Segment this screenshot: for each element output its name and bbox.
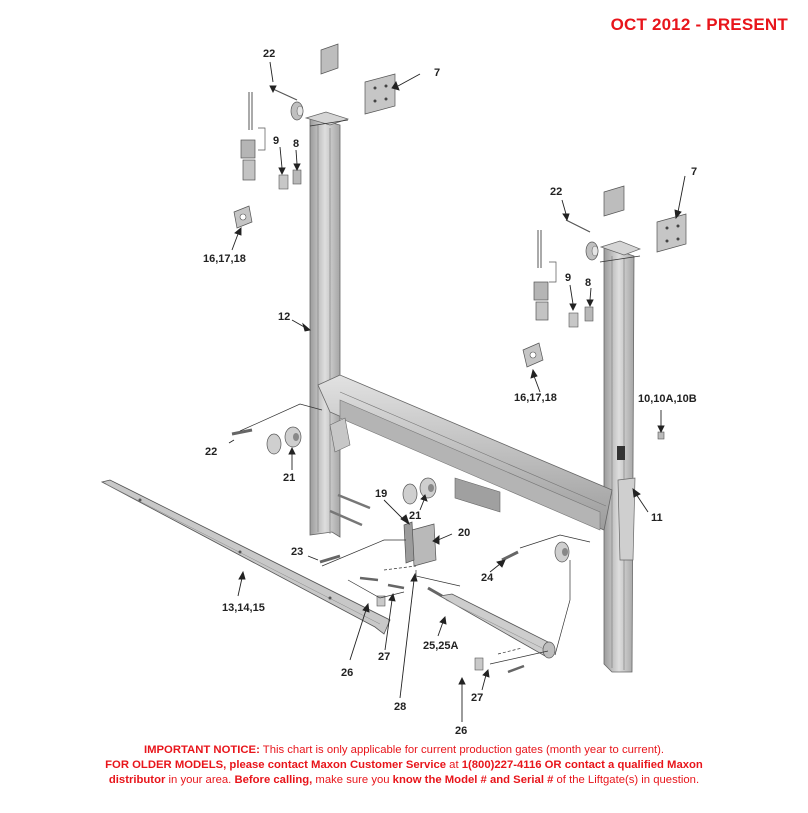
bracket-plates-left — [320, 43, 396, 115]
notice-make-sure: make sure you — [312, 774, 393, 786]
sheave-pulleys — [272, 88, 599, 261]
callout-22-right: 22 — [550, 186, 563, 198]
notice-model-serial: know the Model # and Serial # — [392, 774, 554, 786]
callout-21-mid: 21 — [409, 510, 422, 522]
pivot-bracket — [403, 521, 437, 567]
callout-19: 19 — [375, 488, 388, 500]
callout-11: 11 — [651, 512, 663, 524]
notice-line-3: distributor in your area. Before calling… — [0, 773, 808, 788]
callout-27-left: 27 — [378, 651, 391, 663]
notice-before-calling: Before calling, — [234, 774, 313, 786]
left-column — [304, 111, 350, 538]
callout-22-top: 22 — [263, 48, 276, 60]
callout-10-10a-10b: 10,10A,10B — [638, 393, 697, 405]
callout-26-left: 26 — [341, 667, 354, 679]
callout-8-right: 8 — [585, 277, 592, 289]
callout-23: 23 — [291, 546, 304, 558]
callout-arrows — [228, 61, 686, 722]
notice-distributor: distributor — [108, 774, 166, 786]
callout-24: 24 — [481, 572, 494, 584]
callout-13-14-15: 13,14,15 — [222, 602, 265, 614]
leader-lines — [239, 119, 641, 665]
notice-area: in your area. — [165, 774, 235, 786]
mount-brackets — [233, 205, 544, 368]
cross-beam — [317, 374, 613, 531]
notice-line-1: IMPORTANT NOTICE: This chart is only app… — [0, 743, 808, 758]
date-range-header: OCT 2012 - PRESENT — [610, 15, 788, 34]
hydraulic-cylinder — [427, 586, 556, 659]
callout-28: 28 — [394, 701, 407, 713]
limit-switch-left — [240, 92, 266, 181]
callout-21-left: 21 — [283, 472, 296, 484]
callout-9-right: 9 — [565, 272, 572, 284]
important-notice: IMPORTANT NOTICE: This chart is only app… — [0, 743, 808, 788]
notice-line-2: FOR OLDER MODELS, please contact Maxon C… — [0, 758, 808, 773]
right-column — [599, 240, 641, 673]
callout-20: 20 — [458, 527, 471, 539]
callout-8-left: 8 — [293, 138, 300, 150]
callout-9-left: 9 — [273, 135, 280, 147]
callout-12: 12 — [278, 311, 291, 323]
limit-switch-right — [533, 230, 557, 321]
notice-text-1: This chart is only applicable for curren… — [259, 744, 665, 756]
callout-22-lower: 22 — [205, 446, 218, 458]
callout-16-17-18-right: 16,17,18 — [514, 392, 557, 404]
callout-7-right: 7 — [691, 166, 698, 178]
rollers — [266, 426, 570, 563]
notice-at: at — [446, 759, 462, 771]
notice-older-models: FOR OLDER MODELS, please contact Maxon C… — [105, 759, 447, 771]
callout-26-right: 26 — [455, 725, 468, 737]
pins-bolts — [231, 428, 665, 674]
notice-phone: 1(800)227-4116 OR contact a qualified Ma… — [461, 759, 703, 771]
callout-16-17-18-left: 16,17,18 — [203, 253, 246, 265]
callout-25-25a: 25,25A — [423, 640, 459, 652]
switch-blocks — [278, 169, 594, 328]
platform-strip — [100, 479, 391, 635]
notice-liftgate: of the Liftgate(s) in question. — [553, 774, 700, 786]
notice-title: IMPORTANT NOTICE: — [143, 744, 260, 756]
callout-27-right: 27 — [471, 692, 484, 704]
callout-7-top: 7 — [434, 67, 441, 79]
